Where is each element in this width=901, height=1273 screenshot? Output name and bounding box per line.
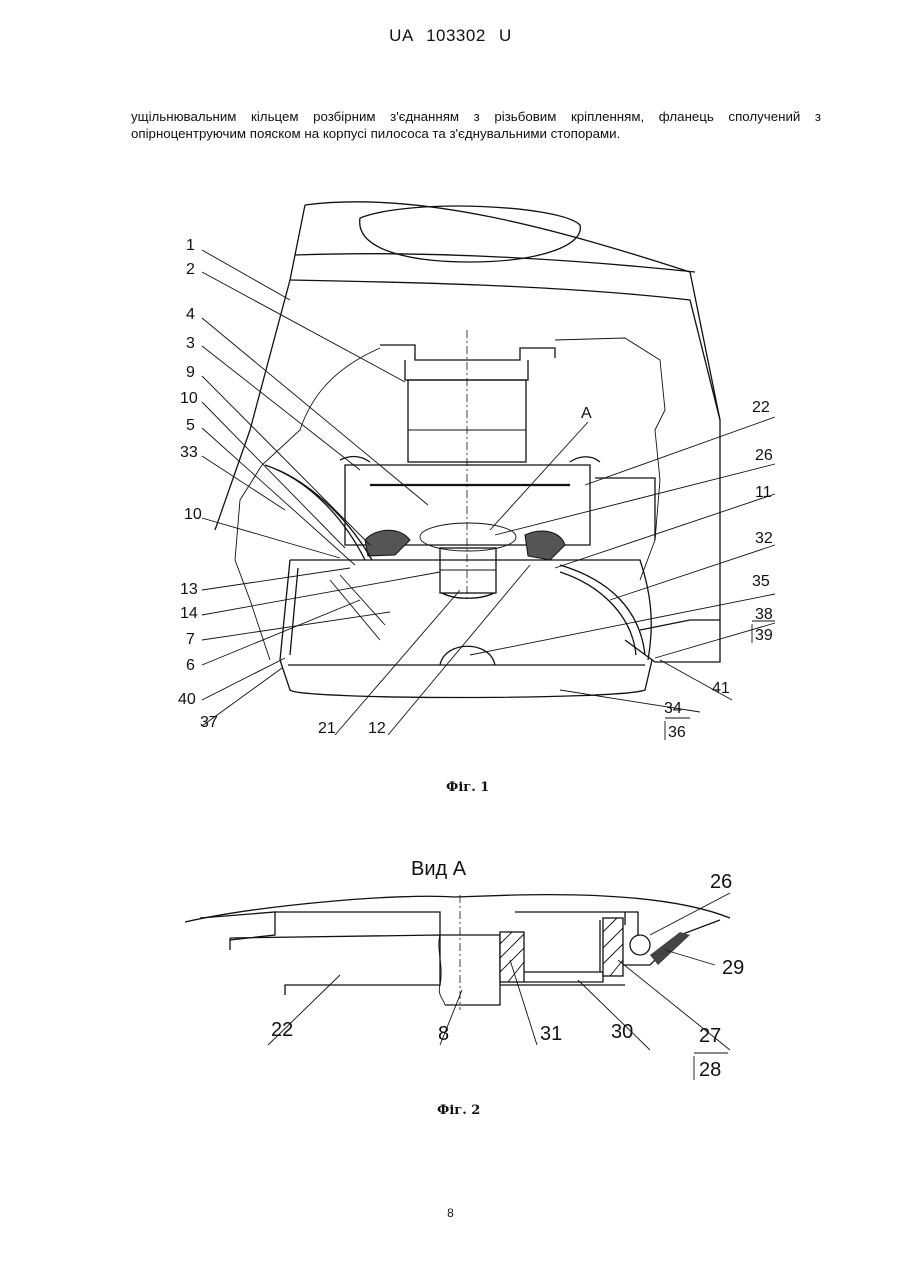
fig1-label-10b: 10 [184,506,202,523]
fig2-label-30: 30 [611,1021,633,1043]
fig1-label-3: 3 [186,335,195,352]
fig1-label-41: 41 [712,680,730,697]
fig1-label-35: 35 [752,573,770,590]
fig2-title: Вид А [411,858,467,880]
fig1-label-26: 26 [755,447,773,464]
figure-1-caption: Фіг. 1 [446,780,489,795]
fig1-label-11: 11 [755,484,772,501]
body-paragraph: ущільнювальним кільцем розбірним з'єднан… [131,108,821,142]
fig1-label-39: 39 [755,627,773,644]
fig2-label-28: 28 [699,1059,721,1081]
fig1-label-36: 36 [668,724,686,741]
fig1-label-2: 2 [186,261,195,278]
fig1-label-1: 1 [186,237,195,254]
fig1-label-38: 38 [755,606,773,623]
figure-2-drawing: Вид А 26 29 22 [0,845,901,1095]
fig2-label-8: 8 [438,1023,449,1045]
fig1-label-7: 7 [186,631,195,648]
fig2-label-26: 26 [710,871,732,893]
figure-1-drawing: 1 2 4 3 9 10 5 33 10 13 14 7 6 40 37 21 … [0,180,901,780]
patent-number-header: UA 103302 U [0,26,901,46]
fig1-label-40: 40 [178,691,196,708]
fig1-label-22: 22 [752,399,770,416]
fig2-label-22: 22 [271,1019,293,1041]
page-number: 8 [0,1206,901,1220]
figure-2-caption: Фіг. 2 [437,1103,480,1118]
fig1-label-32: 32 [755,530,773,547]
fig2-label-27: 27 [699,1025,721,1047]
fig1-label-A: A [581,405,592,422]
fig1-label-14: 14 [180,605,198,622]
fig1-label-37: 37 [200,714,218,731]
fig1-label-4: 4 [186,306,195,323]
fig1-label-33: 33 [180,444,198,461]
fig1-label-10a: 10 [180,390,198,407]
fig1-label-34: 34 [664,700,682,717]
fig2-label-29: 29 [722,957,744,979]
fig2-label-31: 31 [540,1023,562,1045]
fig1-label-21: 21 [318,720,336,737]
fig1-label-5: 5 [186,417,195,434]
fig1-label-12: 12 [368,720,386,737]
fig1-label-13: 13 [180,581,198,598]
fig1-label-6: 6 [186,657,195,674]
fig1-label-9: 9 [186,364,195,381]
